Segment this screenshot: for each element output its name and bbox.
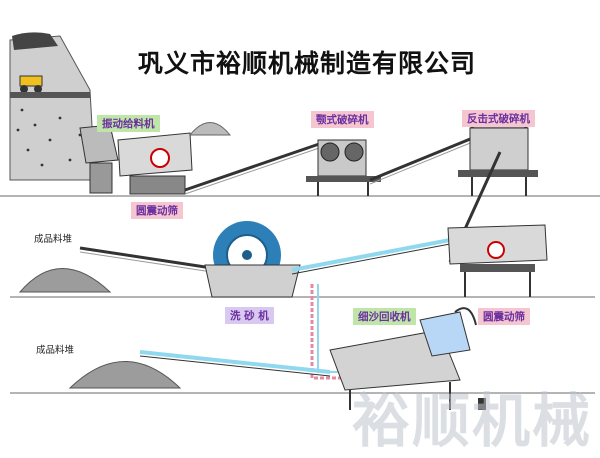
label-product-pile-1: 成品料堆: [34, 234, 73, 245]
label-vibrating-feeder: 振动给料机: [97, 115, 160, 132]
stone-pile-small: [188, 122, 232, 136]
slurry-pipe: [310, 284, 345, 380]
jaw-crusher-machine: [306, 139, 381, 196]
label-fine-sand-recycler: 细沙回收机: [353, 308, 416, 325]
conveyor-2: [369, 133, 481, 182]
loader-icon: [19, 75, 43, 87]
conveyor-5-cyan: [291, 238, 451, 272]
product-pile-2-shape: [68, 361, 182, 389]
watermark: 裕顺机械: [352, 387, 593, 455]
product-pile-1-shape: [18, 268, 112, 293]
circular-screen-1-machine: [117, 132, 193, 195]
label-impact-crusher: 反击式破碎机: [462, 110, 535, 127]
label-product-pile-2: 成品料堆: [36, 345, 75, 356]
label-circular-screen-2: 圆震动筛: [478, 308, 530, 325]
company-title: 巩义市裕顺机械制造有限公司: [138, 49, 477, 78]
label-jaw-crusher: 颚式破碎机: [311, 111, 374, 128]
label-sand-washer: 洗 砂 机: [225, 307, 274, 324]
vibrating-feeder-machine: [79, 124, 119, 194]
label-circular-screen-1: 圆震动筛: [131, 202, 183, 219]
conveyor-6-cyan: [139, 350, 331, 374]
quarry-cliff: [9, 32, 96, 181]
conveyor-1: [184, 140, 326, 192]
sand-washer-machine: [204, 221, 301, 298]
circular-screen-2-machine: [447, 224, 548, 297]
fine-sand-recycler-machine: [329, 307, 486, 410]
conveyor-4: [79, 246, 226, 272]
